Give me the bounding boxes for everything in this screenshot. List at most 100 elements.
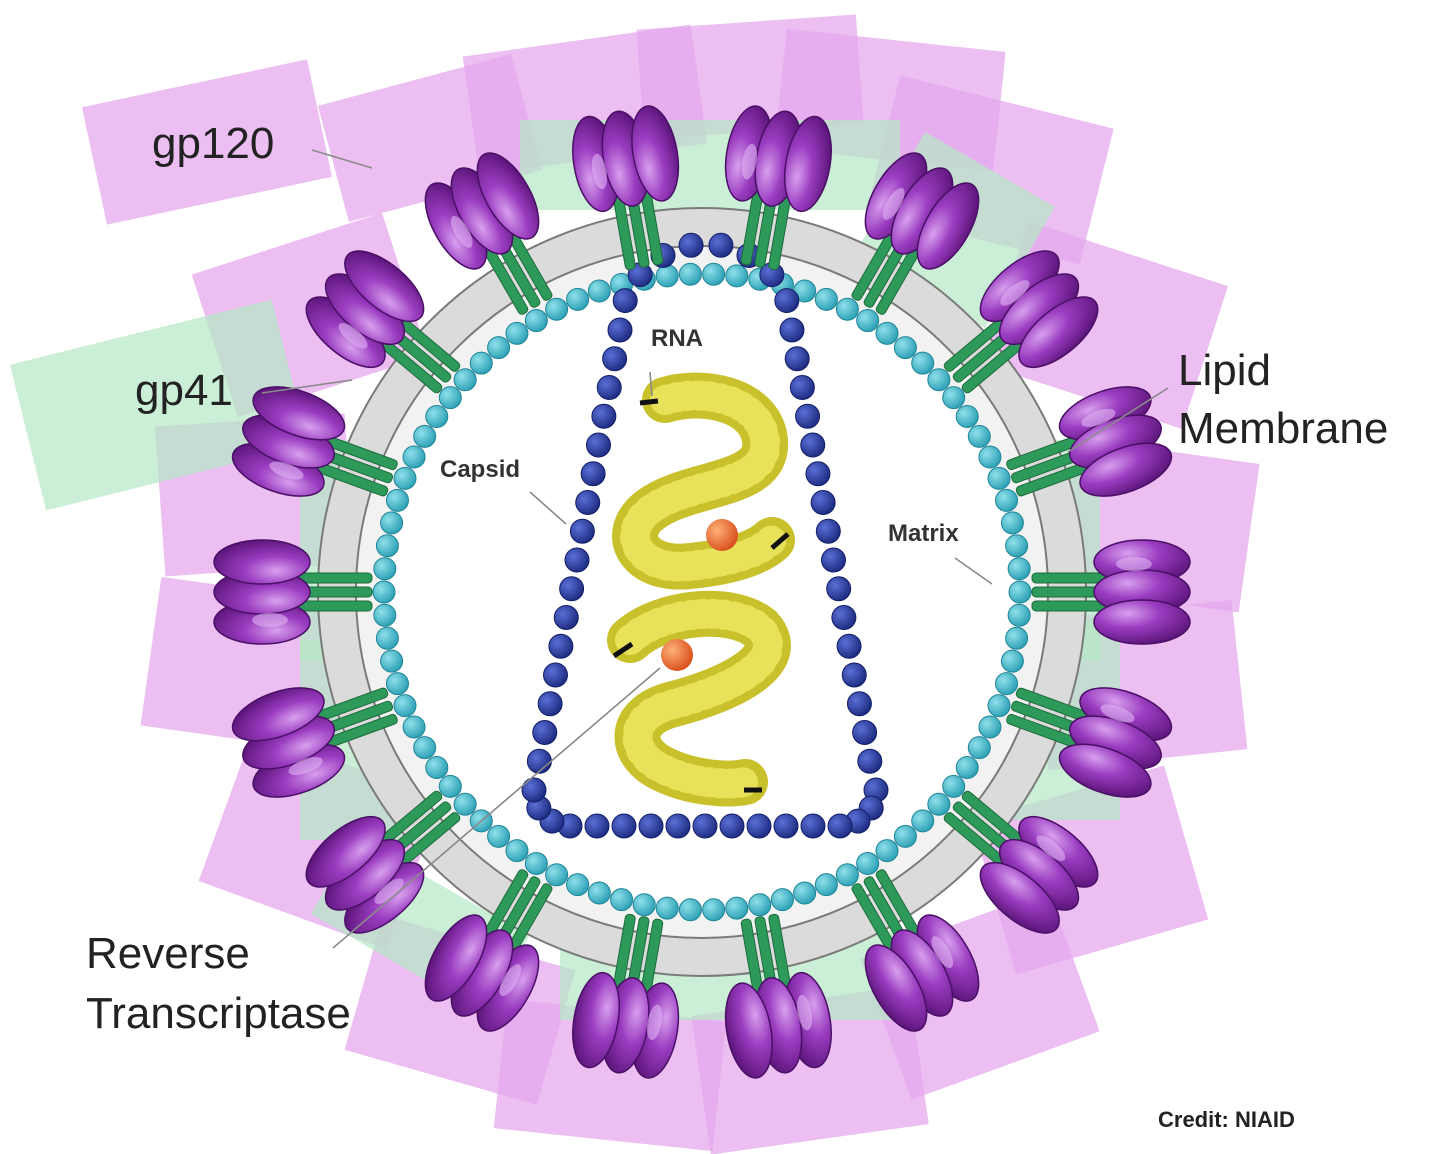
matrix-bead bbox=[911, 351, 935, 375]
matrix-bead bbox=[566, 287, 590, 311]
gp120-lobe bbox=[231, 687, 325, 742]
capsid-bead bbox=[836, 633, 862, 659]
gp120-shine bbox=[1000, 280, 1030, 306]
matrix-bead bbox=[995, 488, 1019, 512]
gp41-leader bbox=[261, 379, 353, 394]
gp41-stalk bbox=[293, 600, 373, 612]
capsid-bead bbox=[543, 662, 568, 688]
matrix-bead bbox=[380, 649, 404, 673]
gp120-shine bbox=[252, 613, 288, 627]
reverse-transcriptase-enzyme bbox=[661, 639, 693, 671]
matrix-bead bbox=[453, 368, 477, 392]
gp120-lobe bbox=[252, 386, 346, 441]
matrix-bead bbox=[524, 851, 548, 875]
matrix-bead bbox=[425, 755, 449, 779]
matrix-bead bbox=[373, 557, 397, 581]
capsid-bead bbox=[596, 375, 622, 400]
matrix-bead bbox=[413, 736, 437, 760]
matrix-bead bbox=[545, 863, 569, 887]
matrix-bead bbox=[587, 881, 611, 905]
capsid-leader bbox=[529, 491, 567, 525]
label-rt-line2: Transcriptase bbox=[86, 989, 351, 1038]
matrix-bead bbox=[487, 336, 511, 360]
gp120-shine bbox=[1036, 835, 1066, 861]
matrix-bead bbox=[702, 898, 726, 922]
highlight-pink bbox=[82, 59, 332, 225]
matrix-bead bbox=[393, 466, 417, 490]
matrix-bead bbox=[893, 336, 917, 360]
matrix-bead bbox=[978, 445, 1002, 469]
matrix-bead bbox=[678, 898, 702, 922]
matrix-bead bbox=[375, 626, 399, 650]
capsid-bead bbox=[800, 432, 826, 458]
matrix-bead bbox=[610, 888, 634, 912]
capsid-bead bbox=[719, 813, 745, 839]
spike-gp120-gp41 bbox=[305, 790, 461, 934]
capsid-bead bbox=[831, 605, 857, 630]
capsid-bead bbox=[591, 403, 617, 429]
gp120-lobe bbox=[1079, 442, 1173, 497]
matrix-bead bbox=[814, 873, 838, 897]
matrix-bead bbox=[942, 774, 966, 798]
spike-gp120-gp41 bbox=[424, 152, 553, 315]
matrix-bead bbox=[835, 297, 859, 321]
matrix-bead bbox=[911, 809, 935, 833]
gp120-leader bbox=[311, 149, 373, 169]
envelope-spikes bbox=[213, 105, 1191, 1079]
capsid-bead bbox=[559, 576, 585, 602]
matrix-bead bbox=[469, 351, 493, 375]
capsid-bead bbox=[584, 813, 610, 839]
matrix-bead bbox=[678, 262, 702, 286]
gp120-lobe bbox=[305, 815, 386, 888]
matrix-bead bbox=[942, 386, 966, 410]
spike-gp120-gp41 bbox=[424, 869, 553, 1032]
labels: gp120 gp41 Lipid Membrane Reverse Transc… bbox=[86, 119, 1388, 1132]
matrix-bead bbox=[702, 262, 726, 286]
capsid-bead bbox=[826, 576, 852, 602]
spike-gp120-gp41 bbox=[724, 913, 832, 1079]
capsid-bead bbox=[708, 232, 734, 258]
matrix-bead bbox=[955, 755, 979, 779]
capsid-bead bbox=[678, 232, 704, 258]
matrix-bead bbox=[380, 511, 404, 535]
spike-gp120-gp41 bbox=[851, 869, 980, 1032]
matrix-bead bbox=[453, 792, 477, 816]
credit-text: Credit: NIAID bbox=[1158, 1107, 1295, 1132]
matrix-bead bbox=[385, 672, 409, 696]
matrix-bead bbox=[632, 893, 656, 917]
matrix-bead bbox=[725, 264, 749, 288]
matrix-bead bbox=[587, 279, 611, 303]
gp120-lobe bbox=[979, 861, 1060, 934]
matrix-bead bbox=[385, 488, 409, 512]
capsid-bead bbox=[779, 317, 805, 343]
matrix-bead bbox=[748, 893, 772, 917]
spike-gp120-gp41 bbox=[572, 913, 680, 1079]
rna-leader bbox=[649, 371, 653, 397]
capsid-bead bbox=[564, 547, 590, 573]
matrix-bead bbox=[524, 309, 548, 333]
gp120-lobe bbox=[864, 944, 928, 1032]
gp120-lobe bbox=[424, 914, 488, 1002]
gp120-shine bbox=[931, 936, 954, 969]
capsid-bead bbox=[827, 813, 853, 839]
gp120-lobe bbox=[476, 152, 540, 240]
gp120-shine bbox=[450, 215, 473, 248]
spike-gp120-gp41 bbox=[851, 152, 980, 315]
capsid-bead bbox=[537, 691, 563, 717]
matrix-bead bbox=[893, 824, 917, 848]
spike-gp120-gp41 bbox=[943, 790, 1099, 934]
rna-end-marker bbox=[639, 398, 659, 406]
gp120-shine bbox=[1081, 408, 1116, 427]
label-gp120: gp120 bbox=[152, 119, 274, 168]
matrix-bead bbox=[1007, 603, 1031, 627]
matrix-bead bbox=[505, 321, 529, 345]
matrix-bead bbox=[987, 466, 1011, 490]
highlight-pink-rect bbox=[82, 59, 332, 225]
matrix-bead bbox=[875, 321, 899, 345]
capsid-bead bbox=[821, 547, 846, 573]
gp120-shine bbox=[741, 143, 758, 180]
capsid-bead bbox=[815, 518, 841, 544]
gp120-shine bbox=[1100, 704, 1135, 723]
gp120-lobe bbox=[344, 250, 425, 323]
gp120-shine bbox=[338, 323, 368, 349]
